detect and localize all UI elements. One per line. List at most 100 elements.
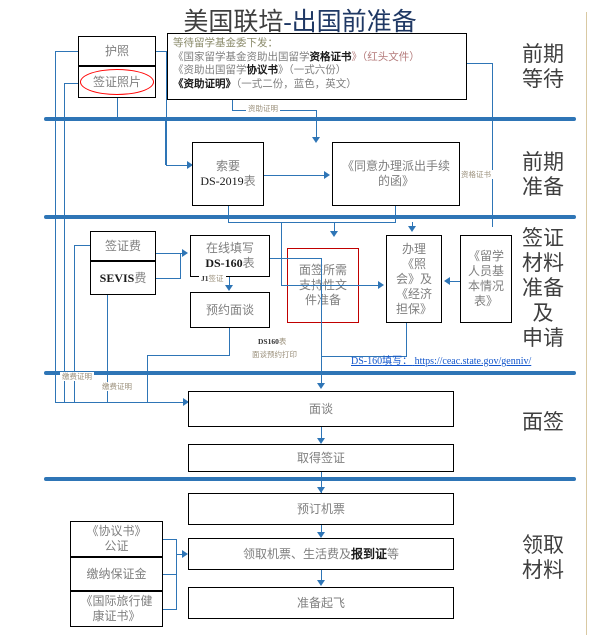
arrow-merge-into-interview	[183, 398, 189, 406]
box-interview[interactable]: 面谈	[188, 391, 454, 427]
connector-ds160-right-v	[321, 258, 322, 356]
edge-label-printout-b: 打印	[282, 350, 297, 359]
box-book-ticket-label: 预订机票	[296, 501, 345, 516]
edge-label-ds160-suffix: 表	[278, 337, 287, 346]
divider-2	[44, 215, 576, 219]
connector-leftstack-bracket-v	[176, 539, 177, 609]
connector-ds2019-bottom-v	[228, 206, 229, 223]
connector-left-into-notegar-h	[281, 285, 378, 286]
arrow-studentform-to-notegar	[444, 277, 450, 285]
notes-line-4a: 《资助证明》	[173, 78, 236, 90]
connector-ticket-to-collect-v	[321, 525, 322, 533]
arrow-visa-to-ticket	[317, 487, 325, 493]
notes-line-2a: 《国家留学基金资助出国留学	[173, 51, 310, 63]
box-note-and-guarantee[interactable]: 办理 《照 会》及 《经济 担保》	[386, 235, 442, 323]
section-label-collect: 领取 材料	[512, 533, 574, 583]
right-margin-rule	[586, 12, 587, 635]
connector-top-into-notegar-v	[412, 222, 413, 227]
box-collect-items[interactable]: 领取机票、生活费及报到证等	[188, 538, 454, 570]
box-ds160-online-code: DS-160	[205, 256, 243, 270]
connector-notes-right-h	[467, 63, 493, 64]
connector-passport-to-ds2019-h	[166, 165, 188, 166]
box-request-ds2019-line2: DS-2019表	[200, 174, 255, 189]
box-sevis-fee-suffix: 费	[134, 270, 147, 285]
edge-label-j1-suffix: 签证	[208, 274, 224, 283]
box-request-ds2019-code: DS-2019	[200, 174, 244, 188]
box-health-certificate[interactable]: 《国际旅行健 康证书》	[70, 591, 163, 627]
connector-agreement-right-h	[163, 539, 177, 540]
box-ds160-online-suffix: 表	[242, 256, 255, 270]
box-health-cert-line1: 《国际旅行健	[80, 594, 153, 608]
section-label-pre-prep: 前期 准备	[512, 150, 574, 200]
connector-health-right-h	[163, 609, 177, 610]
edge-label-funding-proof: 资助证明	[246, 104, 280, 113]
connector-visaphoto-bottom-h	[117, 119, 165, 120]
box-book-ticket[interactable]: 预订机票	[188, 493, 454, 525]
box-visa-photo-label: 签证照片	[92, 74, 141, 89]
section-label-pre-prep-line2: 准备	[522, 175, 564, 199]
section-label-interview-line1: 面签	[522, 410, 564, 434]
notes-line-2b: 资格证书	[309, 51, 352, 63]
connector-ds2019-bottom-v2	[334, 222, 335, 235]
arrow-ds160-to-book	[225, 285, 233, 291]
connector-deposit-right-h	[163, 574, 177, 575]
ds160-url-label-cn: 填写：	[382, 356, 413, 367]
connector-consent-bottom-v	[395, 206, 396, 223]
notes-line-2c: 》（红头文件）	[351, 51, 420, 63]
box-ds160-online[interactable]: 在线填写 DS-160表	[190, 235, 270, 277]
box-sevis-fee[interactable]: SEVIS费	[90, 261, 156, 295]
section-label-visa-line2: 材料	[522, 251, 564, 275]
box-obtain-visa[interactable]: 取得签证	[188, 444, 454, 472]
arrow-leftstack-to-collect	[182, 550, 188, 558]
box-ds160-online-line2: DS-160表	[205, 256, 254, 271]
page-title: 美国联培-出国前准备	[0, 2, 600, 38]
box-support-documents-line3: 件准备	[304, 293, 341, 307]
section-label-visa-prep: 签证 材料 准备 及 申请	[512, 226, 574, 351]
connector-visafee-left-v	[74, 245, 75, 402]
arrow-visafee-to-ds160	[182, 249, 188, 257]
notes-box-funding-committee: 等待留学基金委下发： 《国家留学基金资助出国留学资格证书》（红头文件） 《资助出…	[167, 33, 467, 100]
box-request-ds2019-line1: 索要	[215, 159, 240, 173]
connector-notes-bottom-v-left	[232, 100, 233, 111]
box-note-guarantee-line4: 《经济	[395, 286, 432, 301]
arrow-ticket-to-collect	[317, 532, 325, 538]
box-student-info-form[interactable]: 《留学 人员基 本情况 表》	[460, 235, 512, 323]
box-visa-photo[interactable]: 签证照片	[78, 66, 156, 98]
box-consent-letter[interactable]: 《同意办理派出手续 的函》	[332, 142, 460, 206]
notes-line-4b: （一式二份，蓝色，英文）	[236, 78, 357, 90]
box-ready-to-fly[interactable]: 准备起飞	[188, 587, 454, 619]
box-book-interview[interactable]: 预约面谈	[190, 292, 270, 328]
box-request-ds2019[interactable]: 索要 DS-2019表	[192, 142, 264, 206]
box-note-guarantee-line2: 《照	[401, 256, 426, 271]
notes-line-1: 等待留学基金委下发：	[173, 38, 278, 49]
box-obtain-visa-label: 取得签证	[296, 450, 345, 465]
edge-label-payment-proof-2: 缴费证明	[100, 382, 134, 391]
section-label-visa-line5: 申请	[522, 326, 564, 350]
box-consent-letter-line1: 《同意办理派出手续	[341, 159, 450, 173]
ds160-url-link[interactable]: DS-160填写： https://ceac.state.gov/genniv/	[351, 352, 531, 367]
box-deposit-label: 缴纳保证金	[86, 566, 147, 581]
box-deposit[interactable]: 缴纳保证金	[70, 557, 163, 591]
connector-ds2019-to-consent	[264, 175, 324, 176]
connector-visaphoto-bottom-v2	[165, 119, 166, 165]
connector-notegar-bottom-h	[321, 356, 407, 357]
edge-label-qualification-cert: 资格证书	[459, 170, 493, 179]
connector-collect-to-fly-v	[321, 570, 322, 581]
connector-into-interview-top-v	[321, 356, 322, 384]
box-collect-items-a: 领取机票、生活费及	[242, 546, 351, 561]
ds160-url-value: https://ceac.state.gov/genniv/	[414, 356, 532, 367]
box-agreement-notarization[interactable]: 《协议书》 公证	[70, 521, 163, 557]
connector-visaphoto-left-h	[64, 83, 78, 84]
box-passport[interactable]: 护照	[78, 36, 156, 66]
box-student-form-line3: 本情况	[467, 279, 504, 293]
section-label-pre-wait-line2: 等待	[522, 67, 564, 91]
box-visa-fee[interactable]: 签证费	[90, 231, 156, 261]
divider-3	[44, 371, 576, 375]
arrow-collect-to-fly	[317, 580, 325, 586]
box-book-interview-label: 预约面谈	[205, 302, 254, 317]
box-interview-label: 面谈	[308, 401, 333, 416]
section-label-pre-wait: 前期 等待	[512, 42, 574, 92]
notes-line-3b: 协议书	[246, 65, 279, 76]
connector-sevis-bottom-v	[107, 295, 108, 402]
